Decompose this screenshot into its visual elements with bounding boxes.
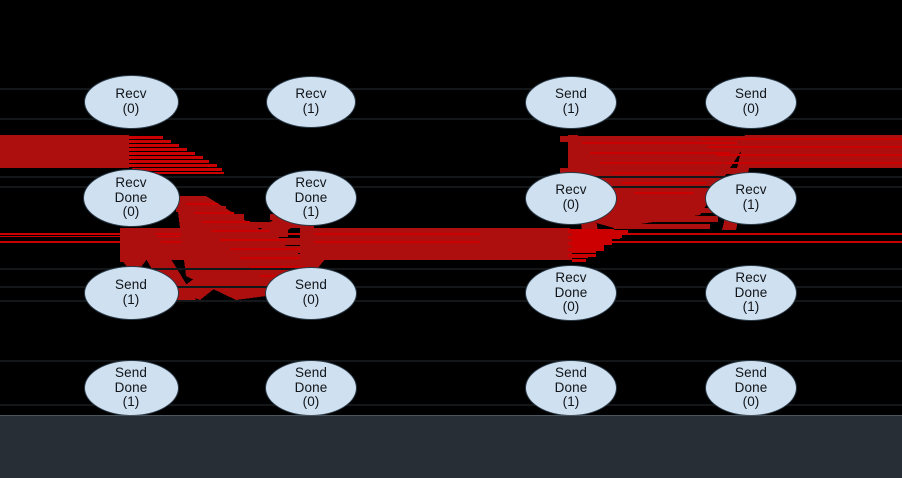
node-recv-1[interactable]: Recv (1) (266, 76, 356, 128)
node-send-done-0[interactable]: Send Done (0) (265, 360, 357, 415)
node-send-done-0-label: Send Done (0) (294, 365, 328, 410)
node-recv-done-1-b[interactable]: Recv Done (1) (705, 265, 797, 321)
node-recv-1-b[interactable]: Recv (1) (705, 171, 797, 225)
node-recv-done-1-label: Recv Done (1) (294, 175, 328, 220)
node-recv-done-0-label: Recv Done (0) (114, 175, 148, 220)
node-recv-done-1[interactable]: Recv Done (1) (265, 170, 357, 226)
node-send-1-label: Send (1) (555, 86, 587, 116)
ghost-scanlines (0, 88, 902, 406)
node-send-1-b[interactable]: Send (1) (83, 266, 179, 320)
node-send-done-1-b-label: Send Done (1) (554, 365, 588, 410)
node-recv-0-b[interactable]: Recv (0) (525, 171, 617, 225)
node-send-done-1-label: Send Done (1) (114, 365, 148, 410)
node-recv-0-b-label: Recv (0) (555, 182, 587, 212)
smear-recv0b-down (480, 230, 628, 260)
smear-right-upper-tail (700, 138, 902, 164)
node-send-done-0-b[interactable]: Send Done (0) (705, 360, 797, 415)
node-recv-done-0-b[interactable]: Recv Done (0) (525, 265, 617, 321)
node-send-0-b-label: Send (0) (295, 277, 327, 307)
node-recv-done-1-b-label: Recv Done (1) (734, 270, 768, 315)
node-send-0[interactable]: Send (0) (705, 75, 797, 129)
node-send-1-b-label: Send (1) (115, 277, 147, 307)
node-send-1[interactable]: Send (1) (525, 75, 617, 129)
node-recv-done-0[interactable]: Recv Done (0) (82, 169, 180, 227)
node-send-done-1-b[interactable]: Send Done (1) (525, 360, 617, 415)
node-recv-done-0-b-label: Recv Done (0) (554, 270, 588, 315)
bottom-panel (0, 415, 902, 478)
node-send-0-label: Send (0) (735, 86, 767, 116)
node-send-0-b[interactable]: Send (0) (265, 266, 357, 320)
node-recv-1-label: Recv (1) (295, 86, 327, 116)
node-send-done-1[interactable]: Send Done (1) (83, 360, 179, 415)
node-layer: Recv (0) Recv (1) Send (1) Send (0) Recv Don… (82, 75, 797, 415)
node-recv-0-label: Recv (0) (115, 86, 147, 116)
smear-left-upper (129, 136, 224, 174)
node-send-done-0-b-label: Send Done (0) (734, 365, 768, 410)
band-left-upper (0, 135, 129, 168)
state-diagram-canvas[interactable]: Recv (0) Recv (1) Send (1) Send (0) Recv Don… (0, 0, 902, 415)
node-recv-0[interactable]: Recv (0) (83, 75, 179, 129)
node-recv-1-b-label: Recv (1) (735, 182, 767, 212)
